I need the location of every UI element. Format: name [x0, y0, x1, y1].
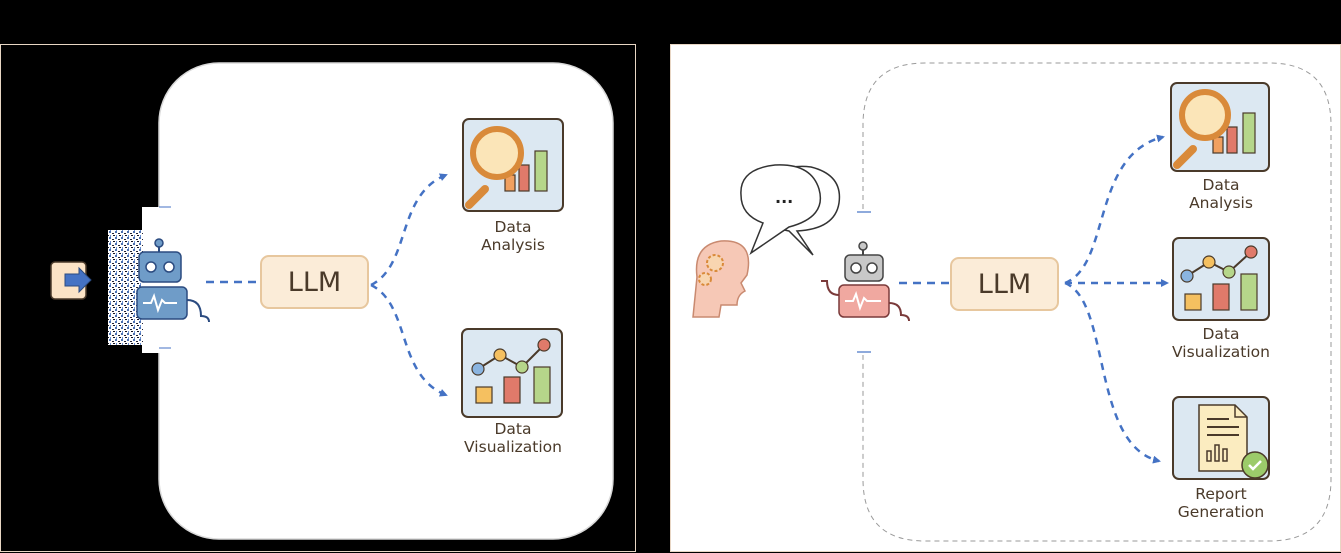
right-diagram-panel: ... LLM Data Analysis Data Visualization…: [670, 44, 1341, 552]
data-analysis-label: Data Analysis: [1189, 176, 1253, 212]
llm-box: LLM: [950, 257, 1059, 311]
data-visualization-label: Data Visualization: [464, 420, 562, 456]
data-visualization-icon: [1172, 237, 1270, 321]
data-visualization-icon: [461, 328, 563, 418]
agent-container: [862, 62, 1332, 542]
data-visualization-label-line1: Data: [494, 420, 532, 438]
thought-bubble: [740, 164, 841, 256]
robot-icon: [821, 241, 910, 322]
data-analysis-label-line1: Data: [494, 218, 532, 236]
data-analysis-label-line2: Analysis: [481, 236, 545, 254]
data-analysis-icon: [462, 118, 564, 212]
report-generation-label: Report Generation: [1178, 485, 1264, 521]
left-diagram-panel: LLM Data Analysis Data Visualization: [0, 44, 636, 552]
left-diagram-canvas: [50, 62, 614, 540]
data-visualization-label: Data Visualization: [1172, 325, 1270, 361]
report-generation-label-line1: Report: [1195, 485, 1247, 503]
data-visualization-label-line2: Visualization: [464, 438, 562, 456]
thought-text: ...: [775, 188, 794, 207]
human-head-icon: [692, 240, 750, 318]
data-analysis-label: Data Analysis: [481, 218, 545, 254]
report-generation-icon: [1172, 396, 1270, 480]
right-diagram-canvas: [692, 62, 1332, 542]
noise-region: [108, 230, 143, 345]
data-visualization-label-line2: Visualization: [1172, 343, 1270, 361]
llm-box: LLM: [260, 255, 369, 309]
arrow-to-report: [1064, 281, 1161, 464]
arrow-to-analysis: [370, 173, 448, 287]
robot-icon: [136, 238, 210, 323]
arrow-to-visualization: [370, 283, 448, 397]
report-generation-label-line2: Generation: [1177, 503, 1265, 521]
data-visualization-label-line1: Data: [1202, 325, 1240, 343]
data-analysis-label-line2: Analysis: [1189, 194, 1253, 212]
data-analysis-label-line1: Data: [1202, 176, 1240, 194]
arrow-to-analysis: [1064, 134, 1165, 285]
input-icon: [50, 261, 92, 300]
data-analysis-icon: [1170, 82, 1270, 172]
